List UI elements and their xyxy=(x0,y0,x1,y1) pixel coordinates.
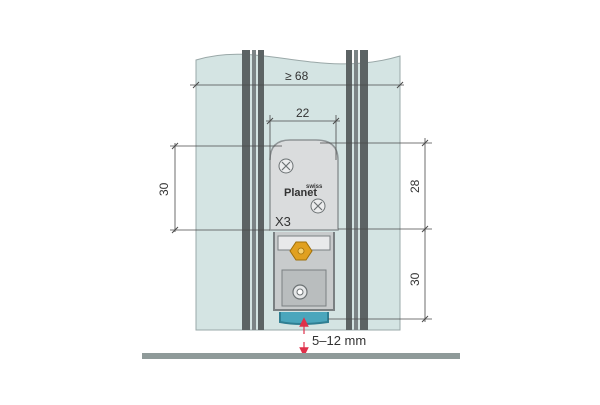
dimension-right-lower-height-label: 30 xyxy=(408,272,422,286)
door-layer-right xyxy=(346,50,368,330)
floor xyxy=(142,353,460,359)
dimension-right-lower-height xyxy=(328,229,432,323)
model-label: X3 xyxy=(275,214,291,229)
brand-small-label: swiss xyxy=(306,184,323,190)
dimension-seal-width xyxy=(266,115,340,160)
bolt-icon xyxy=(292,284,308,300)
dimension-right-upper-height-label: 28 xyxy=(408,179,422,193)
dimension-door-thickness xyxy=(190,81,404,89)
screw-icon xyxy=(310,198,326,214)
dimension-left-height-label: 30 xyxy=(157,182,171,196)
dimension-door-thickness-label: ≥ 68 xyxy=(285,69,309,83)
brand-label: Planet xyxy=(284,187,317,199)
door-layer-left xyxy=(242,50,264,330)
dimension-left-height xyxy=(170,142,282,234)
adjustment-nut-icon xyxy=(289,241,313,261)
screw-icon xyxy=(278,158,294,174)
dimension-seal-width-label: 22 xyxy=(296,106,310,120)
seal-mechanism xyxy=(273,232,335,311)
gap-label: 5–12 mm xyxy=(312,333,366,348)
